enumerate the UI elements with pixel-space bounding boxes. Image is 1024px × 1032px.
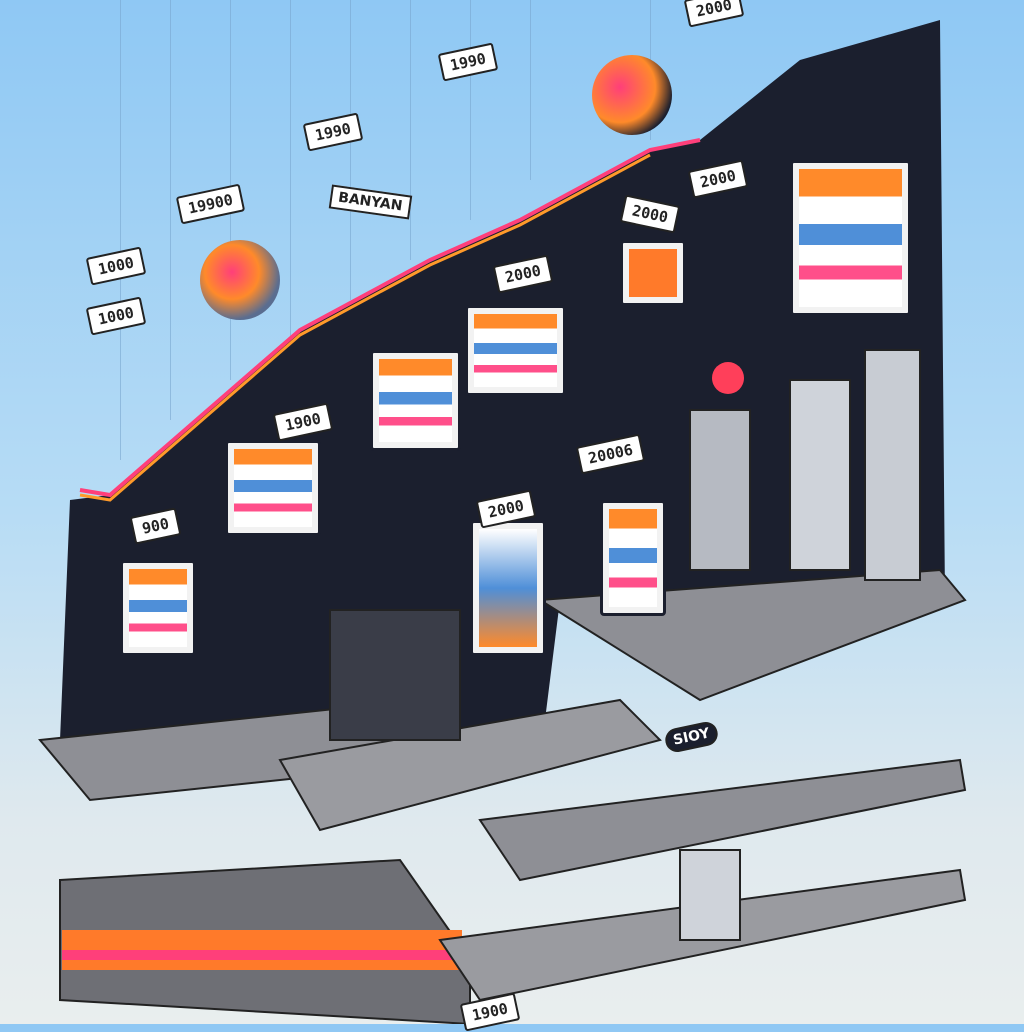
coffee-cup	[679, 849, 741, 941]
server-rack	[470, 520, 546, 656]
building	[329, 609, 461, 741]
dot-icon	[712, 362, 744, 394]
skyscraper	[689, 409, 751, 571]
monitor	[465, 305, 566, 396]
laptop	[790, 160, 911, 316]
globe-icon	[200, 240, 280, 320]
laptop	[370, 350, 461, 451]
laptop	[620, 240, 686, 306]
sphere-icon	[592, 55, 672, 135]
skyscraper	[789, 379, 851, 571]
platform-mid	[278, 698, 662, 832]
tablet	[600, 500, 666, 616]
timeline-path	[79, 138, 701, 498]
platform-bottom-right	[478, 758, 967, 882]
monitor	[225, 440, 321, 536]
tower	[864, 349, 921, 581]
monitor	[120, 560, 196, 656]
